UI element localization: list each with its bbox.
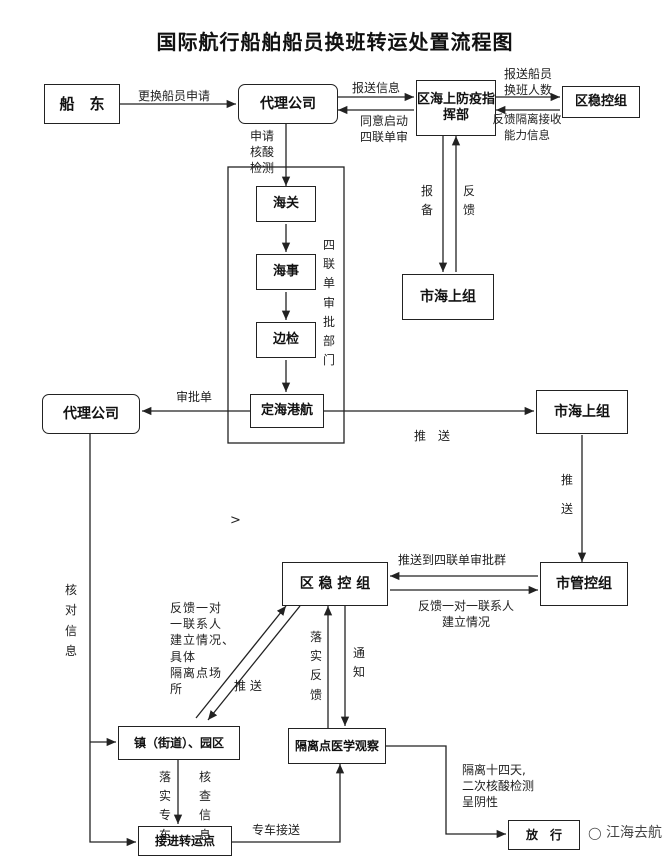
node-port-nav: 定海港航 [250,394,324,428]
label-four-dept: 四联单审批部门 [322,238,335,368]
watermark-text: 江海去航 [606,825,662,841]
label-feedback-left: 反馈一对 一联系人 建立情况、具体 隔离点场 所 [170,601,236,696]
node-district-control-top: 区稳控组 [562,86,640,118]
label-release-condition: 隔离十四天, 二次核酸检测 呈阴性 [462,763,535,810]
node-release: 放 行 [508,820,580,850]
node-town: 镇（街道）、园区 [118,726,240,760]
node-district-hq: 区海上防疫指挥部 [416,80,496,136]
label-push-right: 推 送 [414,429,451,443]
label-check-info: 核查信息 [198,770,211,842]
arrow-quarantine-release [386,745,506,839]
node-customs: 海关 [256,186,316,222]
label-change-request: 更换船员申请 [138,89,211,103]
label-report-crew: 报送船员 换班人数 [503,67,552,98]
arrow-town-district [195,605,287,719]
label-implement-feedback: 落实反馈 [309,630,322,702]
arrow-agent-transit [89,432,136,847]
label-feedback-contacts: 反馈一对一联系人 建立情况 [417,599,514,630]
label-report-info: 报送信息 [352,81,401,95]
label-stray-mark: > [230,513,241,528]
label-verify-info: 核对信息 [64,583,77,659]
node-transit: 接进转运点 [138,826,232,856]
arrow-transit-quarantine [232,764,345,843]
node-agent-left: 代理公司 [42,394,140,434]
node-city-maritime-mid: 市海上组 [536,390,628,434]
node-shipowner: 船 东 [44,84,120,124]
label-push-to-group: 推送到四联单审批群 [398,553,507,567]
node-district-control-main: 区 稳 控 组 [282,562,388,606]
chat-bubble-icon: ◯ [588,826,602,840]
node-city-control: 市管控组 [540,562,628,606]
page-title: 国际航行船舶船员换班转运处置流程图 [156,30,514,54]
label-special-car: 专车接送 [252,823,301,837]
label-feedback-down: 反馈 [462,184,475,218]
label-notify: 通知 [352,646,365,680]
label-approval-form: 审批单 [176,390,213,404]
label-feedback-capacity: 反馈隔离接收 能力信息 [492,112,562,142]
arrow-district-town [207,605,301,721]
label-push-diag: 推 送 [234,679,262,693]
label-apply-test: 申请 核酸 检测 [249,129,274,176]
label-report-up: 报备 [420,184,433,218]
label-implement-car: 落实专车 [158,770,171,842]
node-maritime: 海事 [256,254,316,290]
node-city-maritime-top: 市海上组 [402,274,494,320]
label-agree-start: 同意启动 四联单审 [359,114,408,145]
node-agent-top: 代理公司 [238,84,338,124]
node-border: 边检 [256,322,316,358]
label-push-down: 推送 [560,473,573,516]
node-quarantine: 隔离点医学观察 [288,728,386,764]
watermark: ◯ 江海去航 [588,822,662,842]
